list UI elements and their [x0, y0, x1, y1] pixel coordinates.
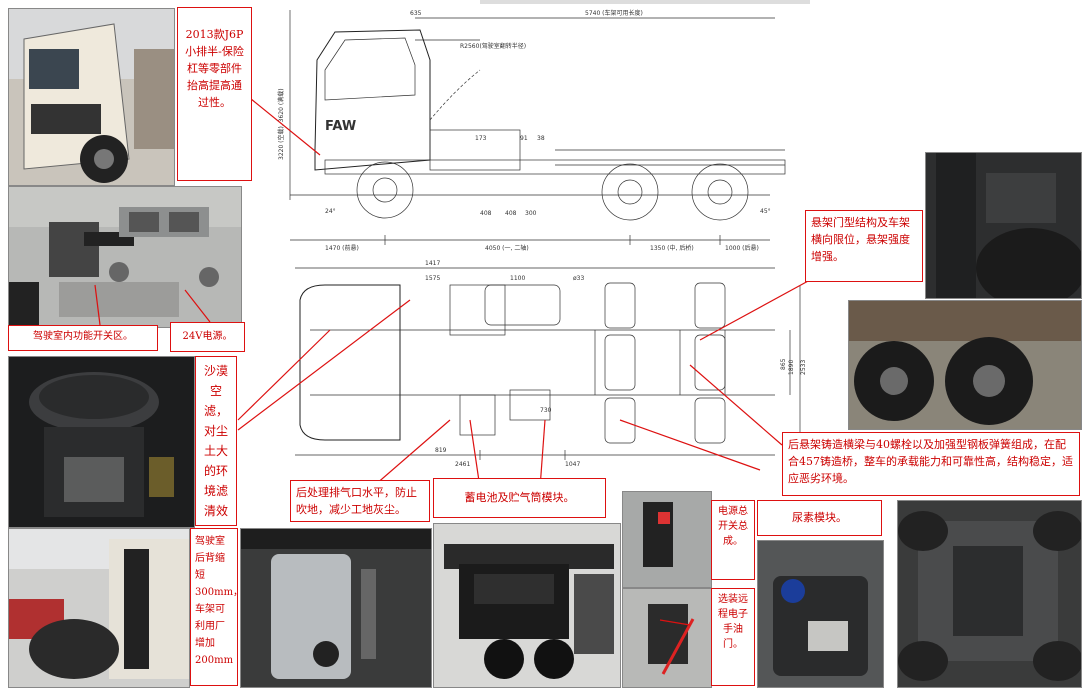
- dim-1047: 1047: [565, 461, 580, 468]
- chassis-drawing: 635 5740 (车架可用长度) R2560(驾驶室翻转半径) 3220 (空…: [277, 9, 807, 468]
- truck-front-photo: [8, 8, 175, 186]
- callout-main-switch-text: 电源总开关总成。: [718, 506, 748, 547]
- dim-33: ø33: [573, 275, 584, 282]
- dim-1417: 1417: [425, 260, 440, 267]
- dim-2533: 2533: [800, 360, 807, 375]
- dim-45deg: 45°: [760, 208, 771, 215]
- callout-bumper: 2013款J6P小排半-保险杠等零部件抬高提高通过性。: [177, 7, 252, 181]
- dim-5740: 5740 (车架可用长度): [585, 9, 643, 17]
- dim-2461: 2461: [455, 461, 470, 468]
- dim-1890: 1890: [788, 360, 795, 375]
- callout-cab-switch: 驾驶室内功能开关区。: [8, 325, 158, 351]
- callout-exhaust-text: 后处理排气口水平，防止吹地，减少工地灰尘。: [296, 486, 417, 516]
- callout-battery-tank: 蓄电池及贮气筒模块。: [433, 478, 606, 518]
- callout-remote-throttle-text: 选装远程电子手油门。: [718, 594, 748, 650]
- callout-24v: 24V电源。: [170, 322, 245, 352]
- air-filter-photo: [8, 356, 195, 528]
- callout-urea: 尿素模块。: [757, 500, 882, 536]
- callout-rear-suspension: 后悬架铸造横梁与40螺栓以及加强型钢板弹簧组成，在配合457铸造桥，整车的承载能…: [782, 432, 1080, 496]
- callout-suspension-top: 悬架门型结构及车架横向限位，悬架强度增强。: [805, 210, 923, 282]
- suspension-frame-photo: [925, 152, 1082, 299]
- callout-rear-suspension-text: 后悬架铸造横梁与40螺栓以及加强型钢板弹簧组成，在配合457铸造桥，整车的承载能…: [788, 438, 1073, 485]
- callout-cab-rear-text: 驾驶室后背缩短300mm，车架可利用厂增加200mm: [195, 536, 237, 666]
- dim-865: 865: [780, 358, 787, 370]
- battery-module-photo: [433, 523, 621, 688]
- dim-1470: 1470 (前悬): [325, 244, 359, 252]
- dim-300: 300: [525, 210, 537, 217]
- dim-3220: 3220 (空载), 3620 (满载): [277, 88, 285, 160]
- dim-1350: 1350 (中, 后桥): [650, 244, 694, 252]
- cab-rear-photo: [8, 528, 190, 688]
- dim-408b: 408: [505, 210, 517, 217]
- urea-module-photo: [757, 540, 884, 688]
- callout-cab-switch-text: 驾驶室内功能开关区。: [33, 331, 133, 342]
- dim-4050: 4050 (一, 二轴): [485, 244, 529, 252]
- dim-91: 91: [520, 135, 528, 142]
- dim-730: 730: [540, 407, 552, 414]
- dim-819: 819: [435, 447, 447, 454]
- dim-1000: 1000 (后悬): [725, 244, 759, 252]
- rear-wheels-photo: [848, 300, 1082, 430]
- callout-remote-throttle: 选装远程电子手油门。: [711, 588, 755, 686]
- dim-1575: 1575: [425, 275, 440, 282]
- dim-r2560: R2560(驾驶室翻转半径): [460, 42, 526, 50]
- remote-throttle-photo: [622, 588, 712, 688]
- callout-suspension-top-text: 悬架门型结构及车架横向限位，悬架强度增强。: [811, 216, 910, 263]
- callout-cab-rear: 驾驶室后背缩短300mm，车架可利用厂增加200mm: [190, 528, 238, 686]
- callout-bumper-text: 2013款J6P小排半-保险杠等零部件抬高提高通过性。: [185, 28, 244, 109]
- cab-brand-logo: FAW: [325, 119, 356, 134]
- title-strip: [480, 0, 810, 4]
- rear-axle-top-photo: [897, 500, 1082, 688]
- dim-24deg: 24°: [325, 208, 336, 215]
- dim-38: 38: [537, 135, 545, 142]
- callout-24v-text: 24V电源。: [182, 331, 233, 342]
- exhaust-photo: [240, 528, 432, 688]
- callout-air-filter: 沙漠空滤，对尘土大的环境滤清效果强: [195, 356, 237, 526]
- callout-exhaust: 后处理排气口水平，防止吹地，减少工地灰尘。: [290, 480, 430, 522]
- callout-battery-tank-text: 蓄电池及贮气筒模块。: [464, 491, 575, 504]
- callout-urea-text: 尿素模块。: [792, 511, 847, 524]
- callout-main-switch: 电源总开关总成。: [711, 500, 755, 580]
- dim-173: 173: [475, 135, 487, 142]
- dim-635: 635: [410, 10, 422, 17]
- callout-air-filter-text: 沙漠空滤，对尘土大的环境滤清效果强: [203, 364, 228, 525]
- dashboard-photo: [8, 186, 242, 328]
- main-switch-photo: [622, 491, 712, 588]
- dim-1100: 1100: [510, 275, 525, 282]
- dim-408a: 408: [480, 210, 492, 217]
